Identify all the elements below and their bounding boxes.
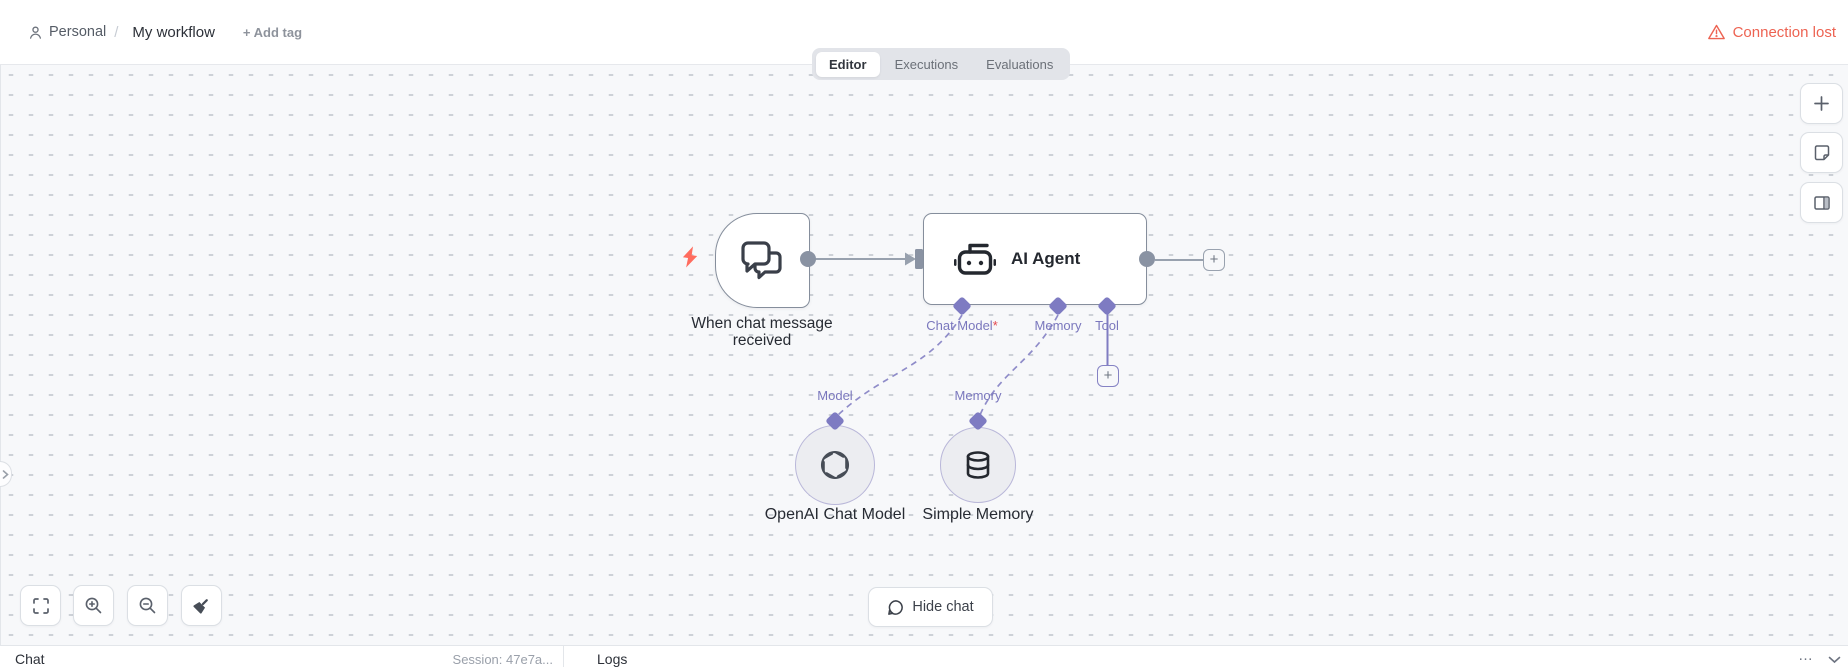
zoom-in-button[interactable] (73, 585, 114, 626)
memory-node-label: Simple Memory (922, 506, 1034, 523)
toggle-panel-icon (1813, 195, 1830, 210)
chevron-down-icon (1828, 656, 1841, 664)
tab-evaluations[interactable]: Evaluations (986, 56, 1054, 72)
database-icon (966, 451, 990, 479)
required-marker: * (992, 318, 998, 333)
breadcrumb-project-label: Personal (49, 24, 107, 40)
hide-chat-button[interactable]: Hide chat (868, 587, 993, 627)
workflow-canvas[interactable] (0, 65, 1848, 645)
workflow-name[interactable]: My workflow (132, 23, 215, 41)
plus-icon (1814, 96, 1829, 111)
zoom-out-button[interactable] (127, 585, 168, 626)
zoom-out-icon (139, 597, 156, 614)
connection-status: Connection lost (1707, 0, 1836, 64)
fit-view-icon (32, 597, 49, 614)
breadcrumb-separator: / (114, 23, 119, 41)
view-tabs: Editor Executions Evaluations (812, 48, 1071, 80)
breadcrumb: Personal / My workflow + Add tag (28, 0, 302, 64)
port-label-chat-model: Chat Model* (926, 318, 998, 333)
chevron-right-icon (2, 469, 9, 479)
hide-chat-label: Hide chat (912, 599, 974, 615)
node-chat-trigger[interactable] (715, 213, 810, 308)
trigger-bolt-icon (682, 246, 698, 268)
tab-editor[interactable]: Editor (816, 51, 880, 77)
warning-icon (1707, 24, 1725, 40)
node-openai-chat-model[interactable] (795, 425, 875, 505)
add-tag-button[interactable]: + Add tag (242, 24, 303, 40)
panel-overflow-button[interactable]: … (1798, 647, 1814, 664)
session-id: Session: 47e7a... (452, 652, 553, 667)
toggle-panel-button[interactable] (1800, 182, 1843, 223)
tab-executions[interactable]: Executions (894, 56, 959, 72)
panel-divider (563, 646, 564, 667)
chat-bubbles-icon (740, 240, 782, 279)
collapse-panel-button[interactable] (1828, 651, 1841, 667)
add-node-after-agent-button[interactable]: + (1203, 249, 1225, 271)
port-label-tool: Tool (1095, 318, 1119, 333)
chat-panel-title[interactable]: Chat (15, 651, 45, 667)
trigger-node-label: When chat message received (691, 315, 833, 349)
chat-bubble-icon (888, 599, 904, 615)
subport-label-model: Model (817, 388, 853, 403)
add-node-button[interactable] (1800, 83, 1843, 124)
agent-node-title: AI Agent (1011, 249, 1081, 268)
openai-node-label: OpenAI Chat Model (764, 506, 906, 523)
logs-panel-title[interactable]: Logs (597, 651, 628, 667)
connection-status-label: Connection lost (1732, 23, 1836, 41)
openai-logo-icon (821, 450, 849, 480)
bottom-panel-header: Chat Session: 47e7a... Logs … (0, 645, 1848, 667)
subport-label-memory: Memory (954, 388, 1002, 403)
robot-icon (954, 243, 996, 275)
zoom-in-icon (85, 597, 102, 614)
node-ai-agent[interactable]: AI Agent (923, 213, 1147, 305)
add-tool-button[interactable]: + (1097, 365, 1119, 387)
breadcrumb-project[interactable]: Personal (28, 24, 106, 40)
tidy-up-icon (193, 599, 208, 614)
tidy-up-button[interactable] (181, 585, 222, 626)
fit-view-button[interactable] (20, 585, 61, 626)
add-sticky-note-button[interactable] (1800, 132, 1843, 173)
sticky-note-icon (1814, 144, 1829, 160)
node-simple-memory[interactable] (940, 427, 1016, 503)
user-icon (29, 25, 42, 39)
